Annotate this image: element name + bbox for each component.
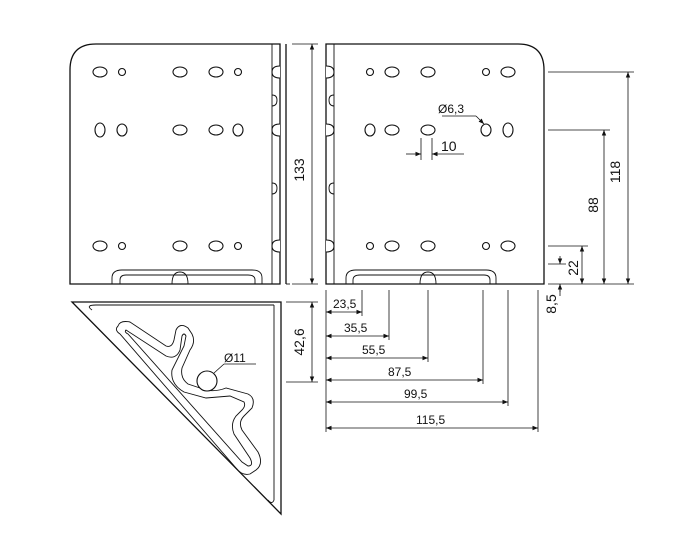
dim-35-5: 35,5: [344, 321, 368, 335]
dim-triangle-height: 42,6: [286, 301, 318, 383]
dim-88: 88: [585, 197, 601, 213]
dim-118: 118: [607, 161, 623, 184]
right-plate: [325, 43, 545, 285]
dim-115-5: 115,5: [416, 413, 445, 427]
dim-d6-3: Ø6,3: [438, 102, 464, 116]
left-plate-holes-row3: [92, 239, 281, 253]
left-plate-holes-row1: [92, 65, 281, 79]
dim-23-5: 23,5: [333, 297, 357, 311]
callout-hole-11: Ø11: [213, 351, 256, 374]
right-plate-holes-row1: [325, 65, 516, 79]
right-vertical-dimensions: 118 88 22 8,5: [543, 71, 634, 314]
dim-spacing-10: 10: [406, 138, 464, 160]
left-plate-holes-row2: [94, 122, 281, 138]
dim-d11: Ø11: [224, 351, 246, 365]
dim-10: 10: [441, 138, 457, 154]
side-profile: 133: [285, 43, 318, 285]
left-plate: [69, 43, 281, 285]
dim-133: 133: [291, 158, 307, 182]
dim-99-5: 99,5: [404, 387, 428, 401]
dim-87-5: 87,5: [388, 365, 412, 379]
dim-22: 22: [565, 260, 581, 276]
callout-hole-6-3: Ø6,3: [438, 102, 485, 125]
bottom-dimensions: 23,5 35,5 55,5 87,5 99,5 115,5: [325, 290, 539, 432]
dim-8-5: 8,5: [543, 294, 559, 314]
dim-42-6: 42,6: [291, 328, 307, 355]
right-plate-holes-row2: [325, 122, 514, 138]
right-plate-holes-row3: [325, 239, 516, 253]
dim-55-5: 55,5: [362, 343, 386, 357]
triangle-gusset: [70, 301, 282, 516]
